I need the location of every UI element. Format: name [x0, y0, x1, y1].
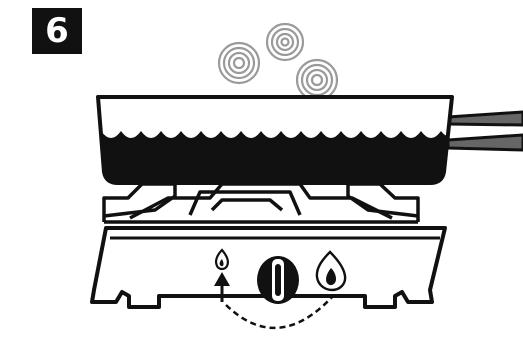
pan-handle-lower — [446, 133, 523, 152]
steam-swirl-icon — [217, 22, 339, 102]
rotation-arc — [225, 295, 334, 329]
arrow-up-icon — [214, 272, 230, 302]
steam-swirl-left — [217, 41, 261, 85]
control-knob-icon — [257, 256, 299, 304]
frying-pan — [96, 95, 454, 185]
pan-handles — [438, 110, 523, 153]
small-flame-icon — [214, 248, 230, 271]
pan-food — [101, 131, 449, 183]
pan-handle-upper — [446, 110, 523, 127]
steam-swirl-right — [295, 58, 339, 102]
burner-grate — [102, 182, 420, 224]
step-badge: 6 — [32, 8, 82, 54]
large-flame-icon — [315, 250, 347, 292]
step-number: 6 — [45, 11, 69, 51]
steam-swirl-top — [265, 22, 305, 62]
